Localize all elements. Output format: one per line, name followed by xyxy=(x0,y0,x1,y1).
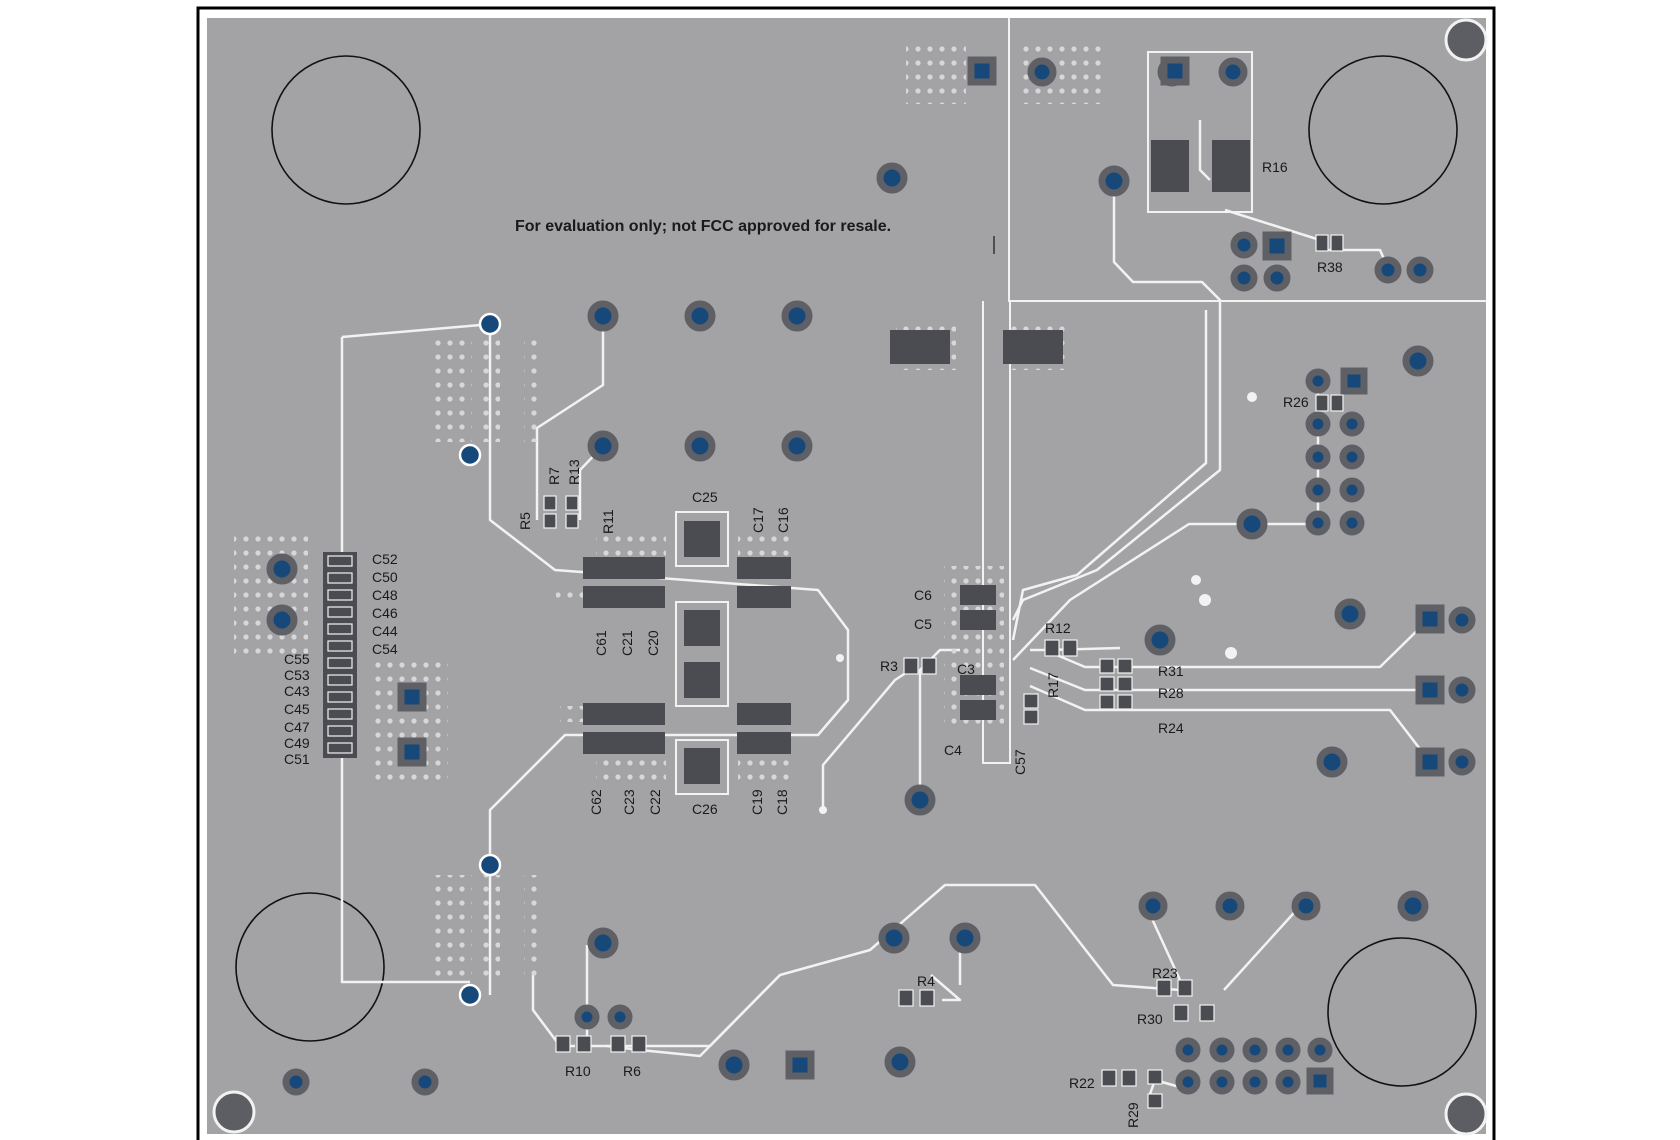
silkscreen-labels: R16 R38 R26 C25 C52 C50 C48 C46 C44 C54 … xyxy=(284,159,1343,1128)
label-c16: C16 xyxy=(775,507,791,533)
label-c5: C5 xyxy=(914,616,932,632)
label-c22: C22 xyxy=(647,789,663,815)
label-c19: C19 xyxy=(749,789,765,815)
via-grids xyxy=(234,38,1104,979)
pad-frames xyxy=(675,51,1253,795)
label-c43: C43 xyxy=(284,683,310,699)
label-r23: R23 xyxy=(1152,965,1178,981)
label-r3: R3 xyxy=(880,658,898,674)
mounting-holes xyxy=(235,55,1477,1087)
label-r28: R28 xyxy=(1158,685,1184,701)
label-c44: C44 xyxy=(372,623,398,639)
label-r29: R29 xyxy=(1125,1102,1141,1128)
label-c55: C55 xyxy=(284,651,310,667)
label-r12: R12 xyxy=(1045,620,1071,636)
label-c54: C54 xyxy=(372,641,398,657)
label-r17: R17 xyxy=(1045,672,1061,698)
label-r16: R16 xyxy=(1262,159,1288,175)
label-r24: R24 xyxy=(1158,720,1184,736)
large-pads xyxy=(323,140,1250,784)
evaluation-notice: For evaluation only; not FCC approved fo… xyxy=(515,218,891,235)
label-r6: R6 xyxy=(623,1063,641,1079)
label-c17: C17 xyxy=(750,507,766,533)
mounting-hole-top-left xyxy=(271,55,421,205)
mounting-hole-top-right xyxy=(1308,55,1458,205)
mounting-hole-bottom-right xyxy=(1327,937,1477,1087)
mounting-hole-bottom-left xyxy=(235,892,385,1042)
label-r22: R22 xyxy=(1069,1075,1095,1091)
label-r5: R5 xyxy=(517,512,533,530)
square-pads xyxy=(397,56,1445,1095)
label-c53: C53 xyxy=(284,667,310,683)
label-c3: C3 xyxy=(957,661,975,677)
region-separators xyxy=(982,18,1486,764)
label-c49: C49 xyxy=(284,735,310,751)
label-c46: C46 xyxy=(372,605,398,621)
label-c62: C62 xyxy=(588,789,604,815)
label-r30: R30 xyxy=(1137,1011,1163,1027)
label-r7: R7 xyxy=(546,467,562,485)
label-r26: R26 xyxy=(1283,394,1309,410)
label-c57: C57 xyxy=(1012,749,1028,775)
open-vias xyxy=(458,312,502,1007)
label-c25: C25 xyxy=(692,489,718,505)
label-c51: C51 xyxy=(284,751,310,767)
label-r38: R38 xyxy=(1317,259,1343,275)
label-c26: C26 xyxy=(692,801,718,817)
label-c47: C47 xyxy=(284,719,310,735)
label-c23: C23 xyxy=(621,789,637,815)
corner-holes xyxy=(212,18,1488,1136)
label-c45: C45 xyxy=(284,701,310,717)
vias xyxy=(266,57,1476,1096)
label-c18: C18 xyxy=(774,789,790,815)
label-r31: R31 xyxy=(1158,663,1184,679)
label-c21: C21 xyxy=(619,630,635,656)
label-c50: C50 xyxy=(372,569,398,585)
label-r11: R11 xyxy=(600,509,616,534)
label-c20: C20 xyxy=(645,630,661,656)
label-c61: C61 xyxy=(593,630,609,656)
label-c4: C4 xyxy=(944,742,962,758)
label-c52: C52 xyxy=(372,551,398,567)
label-r13: R13 xyxy=(566,459,582,485)
label-c48: C48 xyxy=(372,587,398,603)
label-r10: R10 xyxy=(565,1063,591,1079)
board-fill xyxy=(207,18,1486,1134)
smd-pads xyxy=(327,234,1344,1109)
label-r4: R4 xyxy=(917,973,935,989)
label-c6: C6 xyxy=(914,587,932,603)
mark-holes xyxy=(819,392,1257,814)
